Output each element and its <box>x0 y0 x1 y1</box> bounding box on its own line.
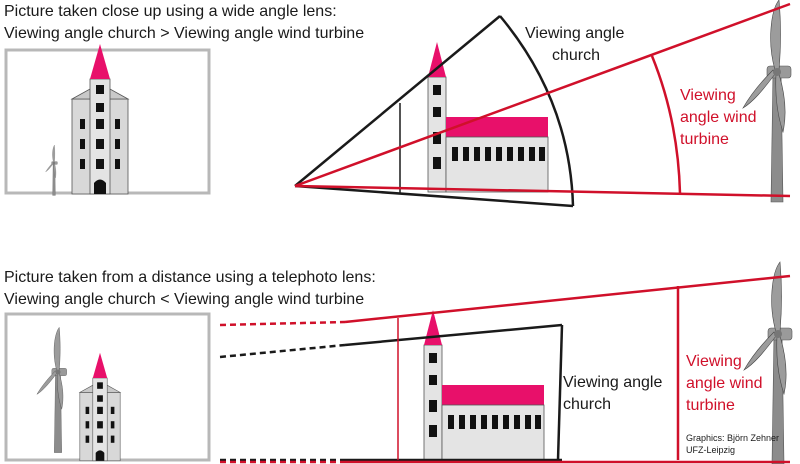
top-turbine-angle <box>294 2 791 198</box>
bottom-turbine-angle-label-line2: angle wind <box>686 375 763 392</box>
bottom-church-angle-label-line2: church <box>563 396 611 413</box>
top-church-angle <box>294 15 575 208</box>
top-church-angle-label-line2: church <box>552 47 600 64</box>
bottom-title-line1: Picture taken from a distance using a te… <box>4 269 376 286</box>
top-church-angle-label-line1: Viewing angle <box>525 25 624 42</box>
bottom-turbine-angle-label-line3: turbine <box>686 397 735 414</box>
bottom-turbine-angle-label-line1: Viewing <box>686 353 742 370</box>
bottom-turbine-angle <box>219 274 791 464</box>
top-wind-turbine <box>742 0 792 203</box>
credit-line2: UFZ-Leipzig <box>686 445 735 455</box>
credit-line1: Graphics: Björn Zehner <box>686 433 779 443</box>
bottom-photo-frame <box>4 312 211 462</box>
top-church-side <box>427 41 549 193</box>
top-turbine-angle-label-line3: turbine <box>680 131 729 148</box>
top-turbine-angle-label-line1: Viewing <box>680 87 736 104</box>
bottom-church-angle-label-line1: Viewing angle <box>563 374 662 391</box>
top-title-line1: Picture taken close up using a wide angl… <box>4 3 337 20</box>
bottom-title-line2: Viewing angle church < Viewing angle win… <box>4 291 364 308</box>
top-photo-frame <box>4 43 211 196</box>
top-turbine-angle-label-line2: angle wind <box>680 109 757 126</box>
top-title-line2: Viewing angle church > Viewing angle win… <box>4 25 364 42</box>
bottom-church-angle <box>219 323 564 462</box>
